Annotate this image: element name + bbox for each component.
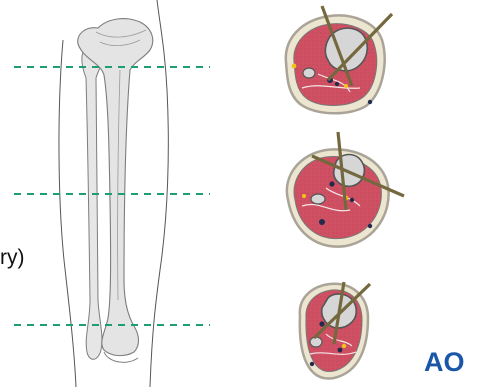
ao-logo: AO: [424, 347, 465, 378]
proximal-nerve-2: [344, 84, 348, 88]
middle-cross-section-icon: [287, 132, 404, 247]
middle-vessel: [329, 181, 334, 186]
middle-nerve-2: [302, 194, 306, 198]
middle-fibula: [311, 194, 325, 204]
distal-cross-section-icon: [300, 282, 370, 378]
proximal-fibula: [303, 68, 315, 78]
middle-vessel-3: [350, 198, 354, 202]
middle-vessel-2: [319, 219, 325, 225]
partial-caption-text: ry): [0, 246, 25, 270]
middle-vessel-4: [368, 224, 372, 228]
distal-fibula: [310, 337, 322, 347]
distal-vessel: [319, 321, 324, 326]
lower-leg-bones-icon: [59, 0, 168, 387]
proximal-cross-section-icon: [286, 6, 392, 113]
proximal-vessel-2: [335, 82, 339, 86]
distal-vessel-3: [310, 362, 314, 366]
leg-skin-outline-left: [59, 40, 76, 387]
distal-vessel-2: [338, 348, 343, 353]
fibula: [82, 48, 102, 360]
proximal-vessel-3: [368, 100, 372, 104]
distal-nerve: [342, 344, 346, 348]
proximal-nerve: [292, 64, 297, 69]
